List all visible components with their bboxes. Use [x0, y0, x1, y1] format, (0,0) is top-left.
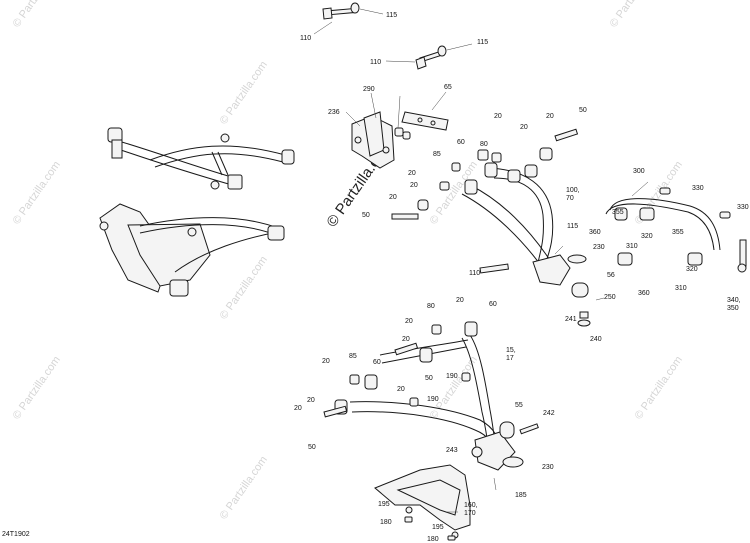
callout: 65 [444, 84, 452, 91]
callout: 115 [567, 223, 578, 230]
lower-a-arm [323, 321, 539, 491]
callout: 355 [672, 229, 684, 236]
callout: 242 [543, 410, 555, 417]
callout: 115 [477, 39, 488, 46]
callout: 290 [363, 86, 375, 93]
callout: 20 [389, 194, 397, 201]
callout: 20 [494, 113, 502, 120]
callout: 100, [566, 187, 580, 194]
callout: 190 [427, 396, 439, 403]
sway-bar [605, 181, 747, 273]
callout: 180 [380, 519, 392, 526]
callout: 50 [425, 375, 433, 382]
callout: 50 [579, 107, 587, 114]
callout: 160, [464, 502, 478, 509]
top-bolt-assembly [313, 2, 473, 70]
callout: 20 [397, 386, 405, 393]
callout: 310 [675, 285, 687, 292]
callout: 15, [506, 347, 516, 354]
callout: 20 [307, 397, 315, 404]
callout: 340, [727, 297, 741, 304]
callout: 20 [408, 170, 416, 177]
callout: 60 [373, 359, 381, 366]
callout: 115 [386, 12, 397, 19]
callout: 300 [633, 168, 645, 175]
callout: 240 [590, 336, 602, 343]
callout: 170 [464, 510, 476, 517]
callout: 310 [626, 243, 638, 250]
callout: 180 [427, 536, 439, 543]
callout: 330 [737, 204, 749, 211]
upper-a-arm [391, 128, 605, 327]
callout: 236 [328, 109, 340, 116]
callout: 20 [410, 182, 418, 189]
callout-labels: 110 115 110 115 290 65 236 85 60 80 20 2… [294, 12, 749, 543]
callout: 241 [565, 316, 577, 323]
callout: 70 [566, 195, 574, 202]
watermark-text: © Partzilla.com [11, 354, 63, 422]
callout: 185 [515, 492, 527, 499]
callout: 330 [692, 185, 704, 192]
watermark-text: © Partzilla.com [633, 354, 685, 422]
callout: 110 [370, 59, 381, 66]
callout: 110 [469, 270, 480, 277]
watermark-text: © Partzilla.com [218, 254, 270, 322]
callout: 85 [433, 151, 441, 158]
callout: 355 [612, 209, 624, 216]
callout: 80 [427, 303, 435, 310]
watermark-text: © Partzilla.com [218, 59, 270, 127]
callout: 20 [546, 113, 554, 120]
callout: 20 [294, 405, 302, 412]
callout: 320 [686, 266, 698, 273]
mounting-bracket [345, 91, 449, 169]
callout: 20 [405, 318, 413, 325]
watermark-text: © Partzilla.com [608, 0, 660, 30]
watermark-text: © Partzilla.com [11, 0, 63, 30]
skid-plate [374, 464, 471, 541]
overview-upper-arm [107, 127, 295, 190]
callout: 20 [456, 297, 464, 304]
callout: 56 [607, 272, 615, 279]
callout: 80 [480, 141, 488, 148]
callout: 250 [604, 294, 616, 301]
callout: 190 [446, 373, 458, 380]
callout: 195 [432, 524, 444, 531]
watermark-text: © Partzilla.com [11, 159, 63, 227]
callout: 20 [520, 124, 528, 131]
callout: 55 [515, 402, 523, 409]
overview-lower-arm [99, 203, 285, 297]
callout: 50 [308, 444, 316, 451]
callout: 20 [402, 336, 410, 343]
callout: 60 [457, 139, 465, 146]
callout: 360 [638, 290, 650, 297]
callout: 50 [362, 212, 370, 219]
callout: 230 [593, 244, 605, 251]
watermark-text: © Partzilla.com [218, 454, 270, 522]
callout: 195 [378, 501, 390, 508]
callout: 17 [506, 355, 514, 362]
callout: 243 [446, 447, 458, 454]
callout: 110 [300, 35, 311, 42]
callout: 230 [542, 464, 554, 471]
callout: 350 [727, 305, 739, 312]
callout: 360 [589, 229, 601, 236]
callout: 85 [349, 353, 357, 360]
callout: 60 [489, 301, 497, 308]
drawing-reference: 24T1902 [2, 531, 30, 538]
callout: 320 [641, 233, 653, 240]
callout: 20 [322, 358, 330, 365]
